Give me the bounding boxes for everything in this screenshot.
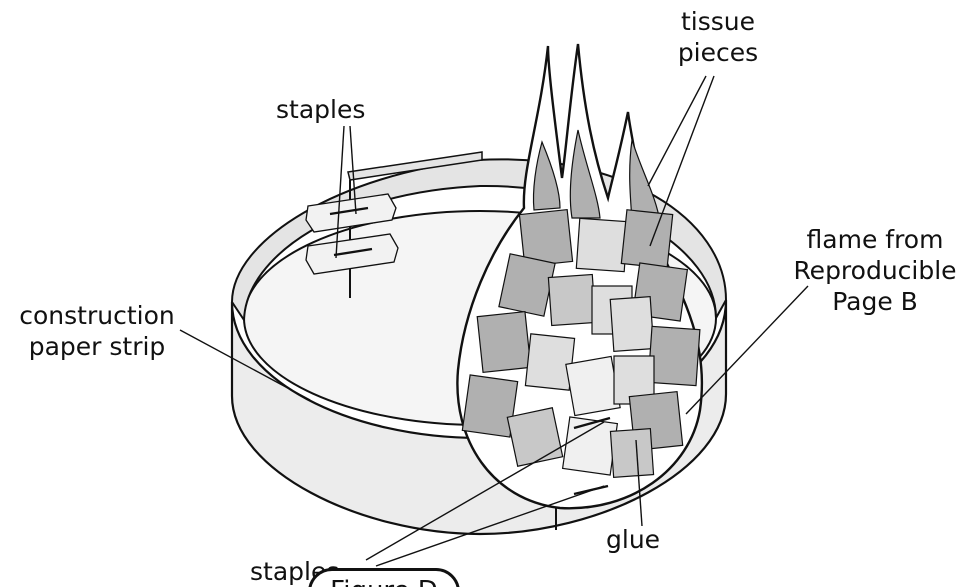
staples-top-label: staples <box>276 94 365 125</box>
glue-label: glue <box>606 524 660 555</box>
figure-caption-tab: Figure D <box>308 568 460 587</box>
construction-paper-label: construction paper strip <box>14 300 180 362</box>
tissue-pieces-label: tissue pieces <box>672 6 764 68</box>
flame-source-label: flame from Reproducible Page B <box>788 224 962 317</box>
